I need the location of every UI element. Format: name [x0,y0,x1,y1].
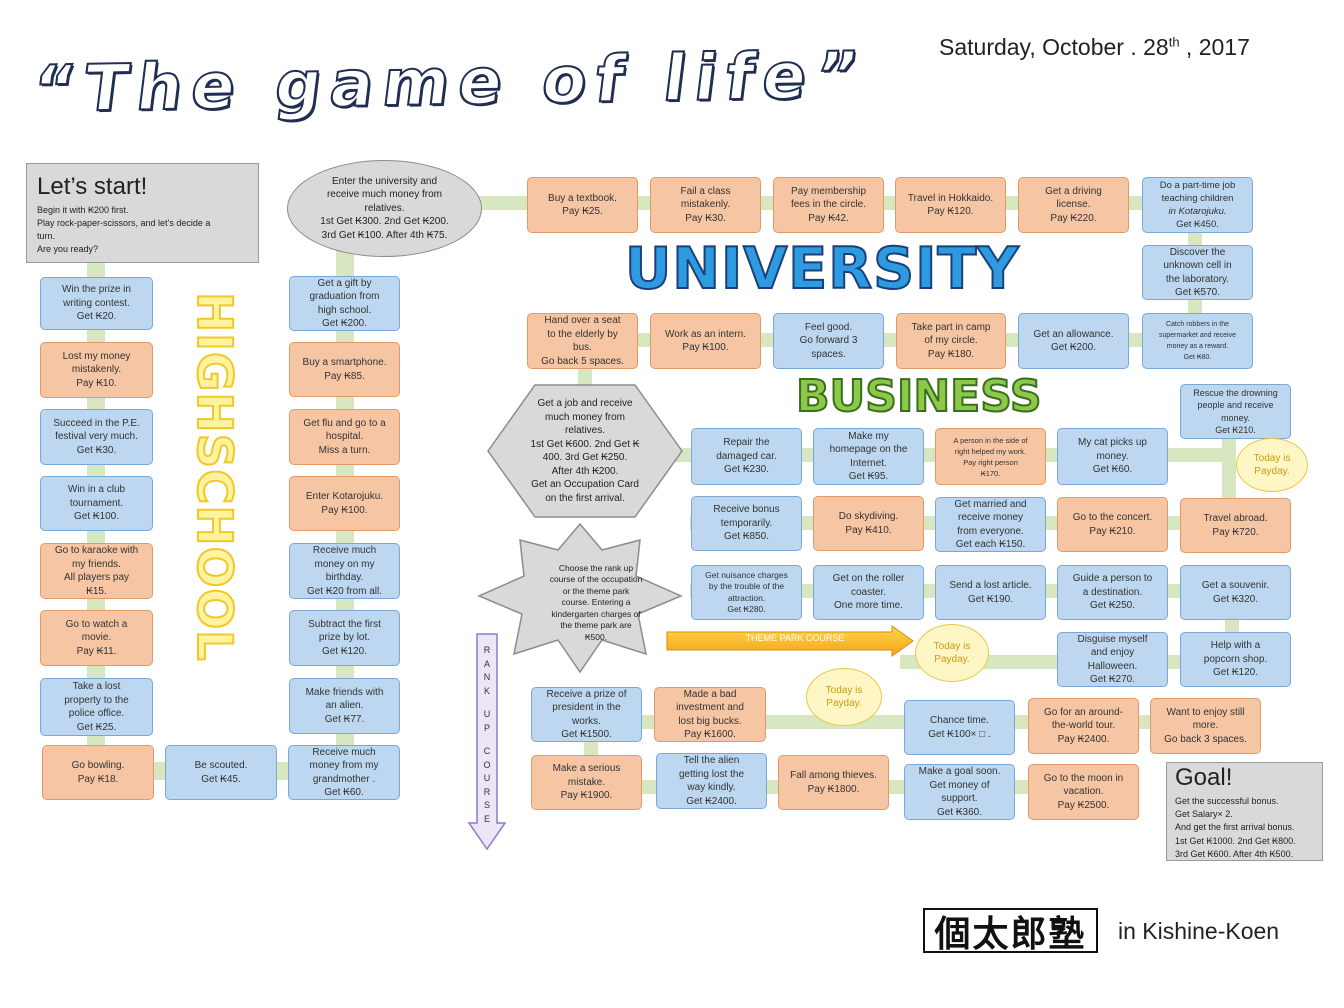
business-square-15: Get a souvenir.Get ₭320. [1180,565,1291,620]
job-entry-hexagon [487,384,683,518]
goal-heading: Goal! [1175,764,1233,791]
start-text: Begin it with ₭200 first.Play rock-paper… [37,205,211,254]
rankup-square-5: Fall among thieves.Pay ₭1800. [778,755,889,810]
highschool-square-14: Enter Kotarojuku.Pay ₭100. [289,476,400,531]
highschool-label: HIGHSCHOOL [185,291,243,663]
goal-box: Goal! Get the successful bonus.Get Salar… [1166,762,1323,861]
theme-park-arrow [666,625,914,657]
start-heading: Let’s start! [37,173,148,200]
goal-text: Get the successful bonus.Get Salary× 2.A… [1175,796,1296,859]
rank-choice-star [477,522,683,674]
highschool-square-8: Go bowling.Pay ₭18. [42,745,154,800]
business-square-13: Send a lost article.Get ₭190. [935,565,1046,620]
rankup-square-8: Go for an around-the-world tour.Pay ₭240… [1028,698,1139,754]
business-square-6: Travel abroad.Pay ₭720. [1180,498,1291,553]
business-square-9: Do skydiving.Pay ₭410. [813,496,924,551]
rank-up-arrow [468,633,506,851]
highschool-square-3: Succeed in the P.E.festival very much.Ge… [40,409,153,465]
university-square-12: Work as an intern.Pay ₭100. [650,313,761,369]
business-square-7: Go to the concert.Pay ₭210. [1057,497,1168,552]
game-title: “The game of life” [27,38,872,129]
start-box: Let’s start! Begin it with ₭200 first.Pl… [26,163,259,263]
theme-park-label: THEME PARK COURSE [745,633,845,643]
business-path-2 [1222,420,1236,520]
business-label: BUSINESS [795,370,1043,423]
highschool-square-16: Buy a smartphone.Pay ₭85. [289,342,400,397]
rankup-square-6: Chance time.Get ₭100× □ . [904,700,1015,755]
university-square-1: Buy a textbook.Pay ₭25. [527,177,638,233]
university-square-4: Travel in Hokkaido.Pay ₭120. [895,177,1006,233]
highschool-square-9: Be scouted.Get ₭45. [165,745,277,800]
date-text: Saturday, October . 28th , 2017 [939,34,1250,60]
kotarojuku-logo: 個太郎塾 [923,908,1098,955]
location-text: in Kishine-Koen [1118,918,1280,944]
university-square-9: Get an allowance.Get ₭200. [1018,313,1129,369]
university-label: UNIVERSITY [624,235,1020,303]
